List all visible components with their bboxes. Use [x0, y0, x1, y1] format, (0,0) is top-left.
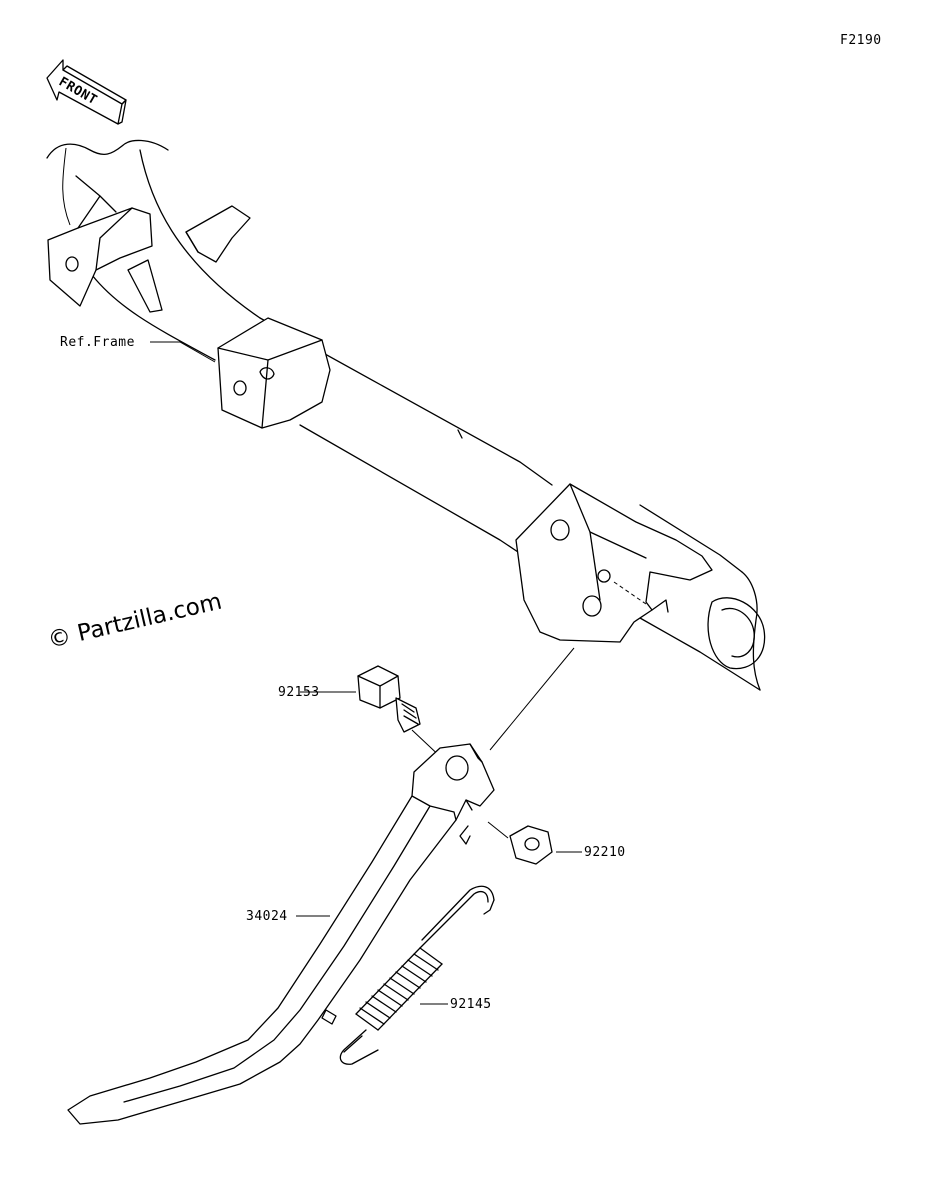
ref-frame-label: Ref.Frame	[60, 335, 135, 350]
figure-code: F2190	[840, 33, 882, 48]
stand-label: 34024	[246, 909, 288, 924]
nut-part: 92210	[487, 821, 626, 865]
spring-label: 92145	[450, 997, 492, 1012]
nut-label: 92210	[584, 845, 626, 860]
spring-coil	[355, 947, 443, 1031]
reference-frame-drawing: Ref.Frame	[46, 139, 766, 691]
watermark: © Partzilla.com	[46, 589, 225, 654]
spring-part: 92145	[339, 885, 495, 1065]
bolt-part: 92153	[278, 665, 421, 733]
side-stand-part: 34024	[67, 743, 495, 1125]
front-direction-arrow-icon: FRONT	[46, 59, 127, 125]
bolt-label: 92153	[278, 685, 320, 700]
